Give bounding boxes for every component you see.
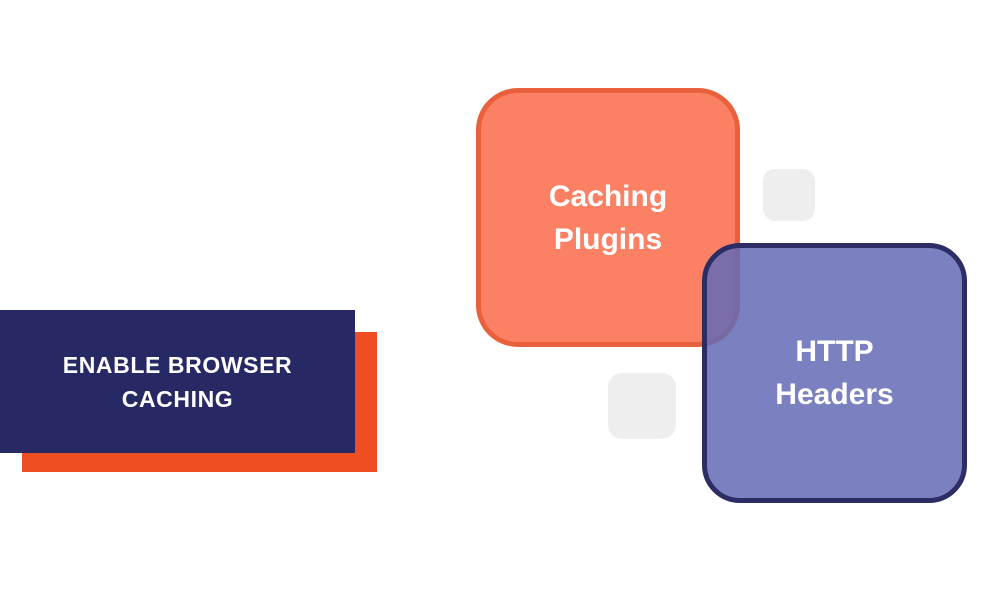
title-card: ENABLE BROWSER CACHING [0, 310, 355, 453]
node-http-headers-line-2: Headers [775, 378, 894, 411]
decor-square-large [608, 373, 676, 439]
node-caching-plugins-line-1: Caching [548, 179, 668, 213]
node-http-headers: HTTP Headers [702, 243, 967, 503]
node-caching-plugins-line-2: Plugins [553, 222, 663, 256]
node-http-headers-line-1: HTTP [795, 335, 874, 368]
decor-square-small [763, 169, 815, 221]
node-caching-plugins-label: Caching Plugins [549, 175, 667, 261]
title-line-2: CACHING [121, 385, 234, 412]
title-line-1: ENABLE BROWSER [62, 351, 293, 378]
page-title: ENABLE BROWSER CACHING [63, 348, 292, 416]
node-caching-plugins: Caching Plugins [476, 88, 740, 347]
node-http-headers-label: HTTP Headers [775, 330, 893, 416]
